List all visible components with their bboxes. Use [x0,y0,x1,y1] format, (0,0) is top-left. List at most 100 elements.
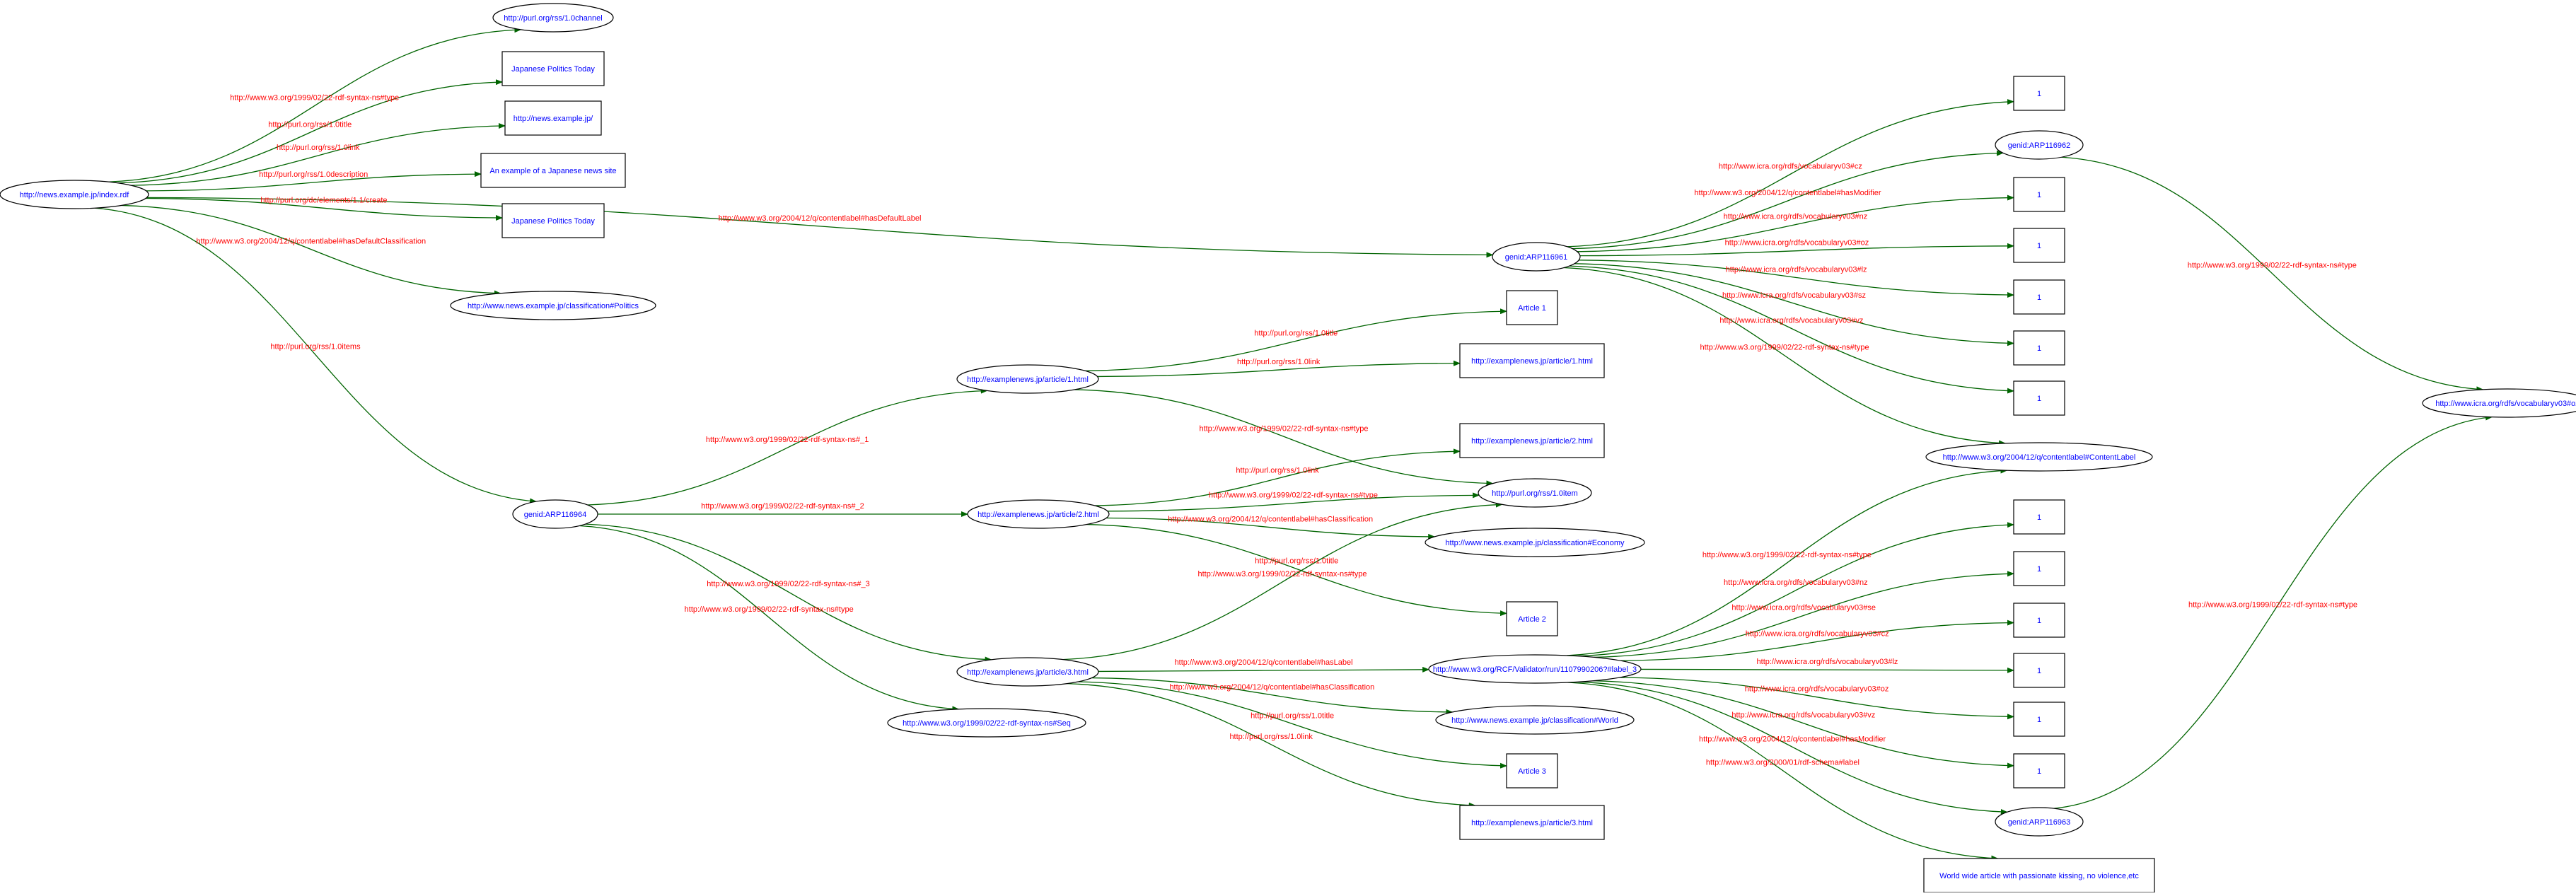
edge-label: http://www.w3.org/1999/02/22-rdf-syntax-… [706,436,869,444]
edge-label: http://www.w3.org/2004/12/q/contentlabel… [1699,735,1886,743]
node-box [2013,653,2065,688]
node-ellipse [2422,388,2576,418]
edge-label3-to-contentlabel [1567,467,2008,656]
edge-g64-to-art1 [587,388,988,506]
node-box [480,153,626,188]
node-box [2013,380,2065,416]
node-box [1923,858,2155,893]
node-ellipse [1995,807,2084,837]
node-label: 1 [2037,242,2041,250]
node-label: 1 [2037,90,2041,98]
edge-label3-to-worldwide [1567,682,1999,861]
node-label: http://www.icra.org/rdfs/vocabularyv03#o… [2435,400,2576,408]
node-label: 1 [2037,344,2041,353]
node-b4: 1 [2013,279,2065,315]
edge-art1-to-a1link [1097,360,1461,378]
edge-g61-to-contentlabel [1564,267,2007,446]
edge-label3-to-g63 [1577,681,2008,815]
edge-g61-to-b4 [1579,260,2014,298]
node-label: World wide article with passionate kissi… [1939,872,2139,880]
node-ellipse [512,499,598,529]
node-label: http://www.news.example.jp/classificatio… [1451,716,1618,725]
node-label: genid:ARP116962 [2008,141,2070,150]
node-box [2013,551,2065,586]
node-ellipse [1925,442,2153,472]
node-c1: 1 [2013,499,2065,535]
node-label: http://purl.org/rss/1.0item [1492,489,1578,498]
edge-label: http://www.w3.org/2004/12/q/contentlabel… [1694,189,1881,197]
node-label: http://examplenews.jp/article/3.html [1471,819,1593,827]
node-box [2013,279,2065,315]
node-label: http://examplenews.jp/article/2.html [1471,437,1593,446]
edge-index-to-link1 [131,123,506,186]
edge-label: http://purl.org/dc/elements/1.1/create [260,196,387,204]
edge-label3-to-c4 [1640,667,2014,673]
node-ellipse [956,657,1099,687]
edge-art1-to-a1title [1085,308,1507,372]
edge-label: http://www.icra.org/rdfs/vocabularyv03#o… [1745,685,1889,694]
node-g62: genid:ARP116962 [1995,130,2084,160]
edge-g62-to-icra [2061,156,2484,392]
node-box [2013,499,2065,535]
edge-label: http://purl.org/rss/1.0link [1236,467,1319,475]
edge-label: http://www.icra.org/rdfs/vocabularyv03#n… [1724,213,1868,221]
nodes-layer: http://news.example.jp/index.rdf http://p… [0,3,2576,893]
node-label: http://www.w3.org/1999/02/22-rdf-syntax-… [903,719,1071,728]
edge-label: http://www.w3.org/2004/12/q/contentlabel… [196,238,426,246]
edge-label: http://www.w3.org/1999/02/22-rdf-syntax-… [1702,551,1872,559]
edge-label3-to-c5 [1620,677,2014,720]
node-ellipse [1478,478,1592,508]
node-c4: 1 [2013,653,2065,688]
node-label: genid:ARP116964 [524,511,586,519]
edge-label: http://purl.org/rss/1.0title [1254,329,1338,337]
node-label: 1 [2037,395,2041,403]
node-seq: http://www.w3.org/1999/02/22-rdf-syntax-… [887,708,1086,738]
node-item: http://purl.org/rss/1.0item [1478,478,1592,508]
edge-label: http://www.w3.org/1999/02/22-rdf-syntax-… [1700,344,1869,352]
edges-layer [94,27,2493,861]
node-g64: genid:ARP116964 [512,499,598,529]
node-desc: An example of a Japanese news site [480,153,626,188]
node-ellipse [956,364,1099,394]
node-label: Article 1 [1518,304,1546,313]
edge-index-to-title2 [145,197,503,221]
node-box [1506,753,1558,789]
edge-label: http://www.icra.org/rdfs/vocabularyv03#v… [1731,711,1875,720]
edge-label: http://www.icra.org/rdfs/vocabularyv03#l… [1726,265,1867,274]
node-a3link: http://examplenews.jp/article/3.html [1459,805,1605,840]
node-index: http://news.example.jp/index.rdf [0,180,149,209]
node-box [2013,603,2065,638]
node-box [1459,805,1605,840]
node-box [501,51,605,86]
node-label: http://purl.org/rss/1.0channel [504,14,602,23]
edge-label: http://www.icra.org/rdfs/vocabularyv03#n… [1724,578,1868,587]
edge-label: http://www.w3.org/1999/02/22-rdf-syntax-… [685,605,854,614]
edge-label3-to-c2 [1594,571,2014,658]
edge-label: http://www.icra.org/rdfs/vocabularyv03#c… [1746,629,1889,638]
node-label: 1 [2037,191,2041,199]
edge-label: http://www.icra.org/rdfs/vocabularyv03#v… [1719,317,1863,325]
node-label: http://www.news.example.jp/classificatio… [1445,539,1625,547]
edge-label: http://www.w3.org/2004/12/q/contentlabel… [1168,516,1373,524]
node-g61: genid:ARP116961 [1492,242,1581,272]
node-label: 1 [2037,716,2041,724]
node-label: Article 2 [1518,615,1546,624]
node-ellipse [967,499,1110,529]
edge-label: http://www.w3.org/2000/01/rdf-schema#lab… [1706,759,1860,767]
node-label: http://www.w3.org/RCF/Validator/run/1107… [1433,665,1637,674]
node-label: 1 [2037,293,2041,302]
edge-label: http://purl.org/rss/1.0title [1251,711,1334,720]
node-b1: 1 [2013,76,2065,111]
node-box [2013,76,2065,111]
node-label: Japanese Politics Today [511,65,595,74]
node-label: 1 [2037,767,2041,776]
edge-label: http://purl.org/rss/1.0items [270,343,361,351]
edge-label: http://www.w3.org/1999/02/22-rdf-syntax-… [2188,262,2357,270]
edge-g61-to-b5 [1574,263,2014,347]
edge-label3-to-c6 [1593,680,2014,769]
edge-label: http://www.w3.org/1999/02/22-rdf-syntax-… [701,502,864,511]
node-ellipse [1435,705,1635,735]
node-art2: http://examplenews.jp/article/2.html [967,499,1110,529]
edge-g61-to-g62 [1572,150,2004,250]
edge-labels-layer: http://www.w3.org/1999/02/22-rdf-syntax-… [196,94,2357,767]
